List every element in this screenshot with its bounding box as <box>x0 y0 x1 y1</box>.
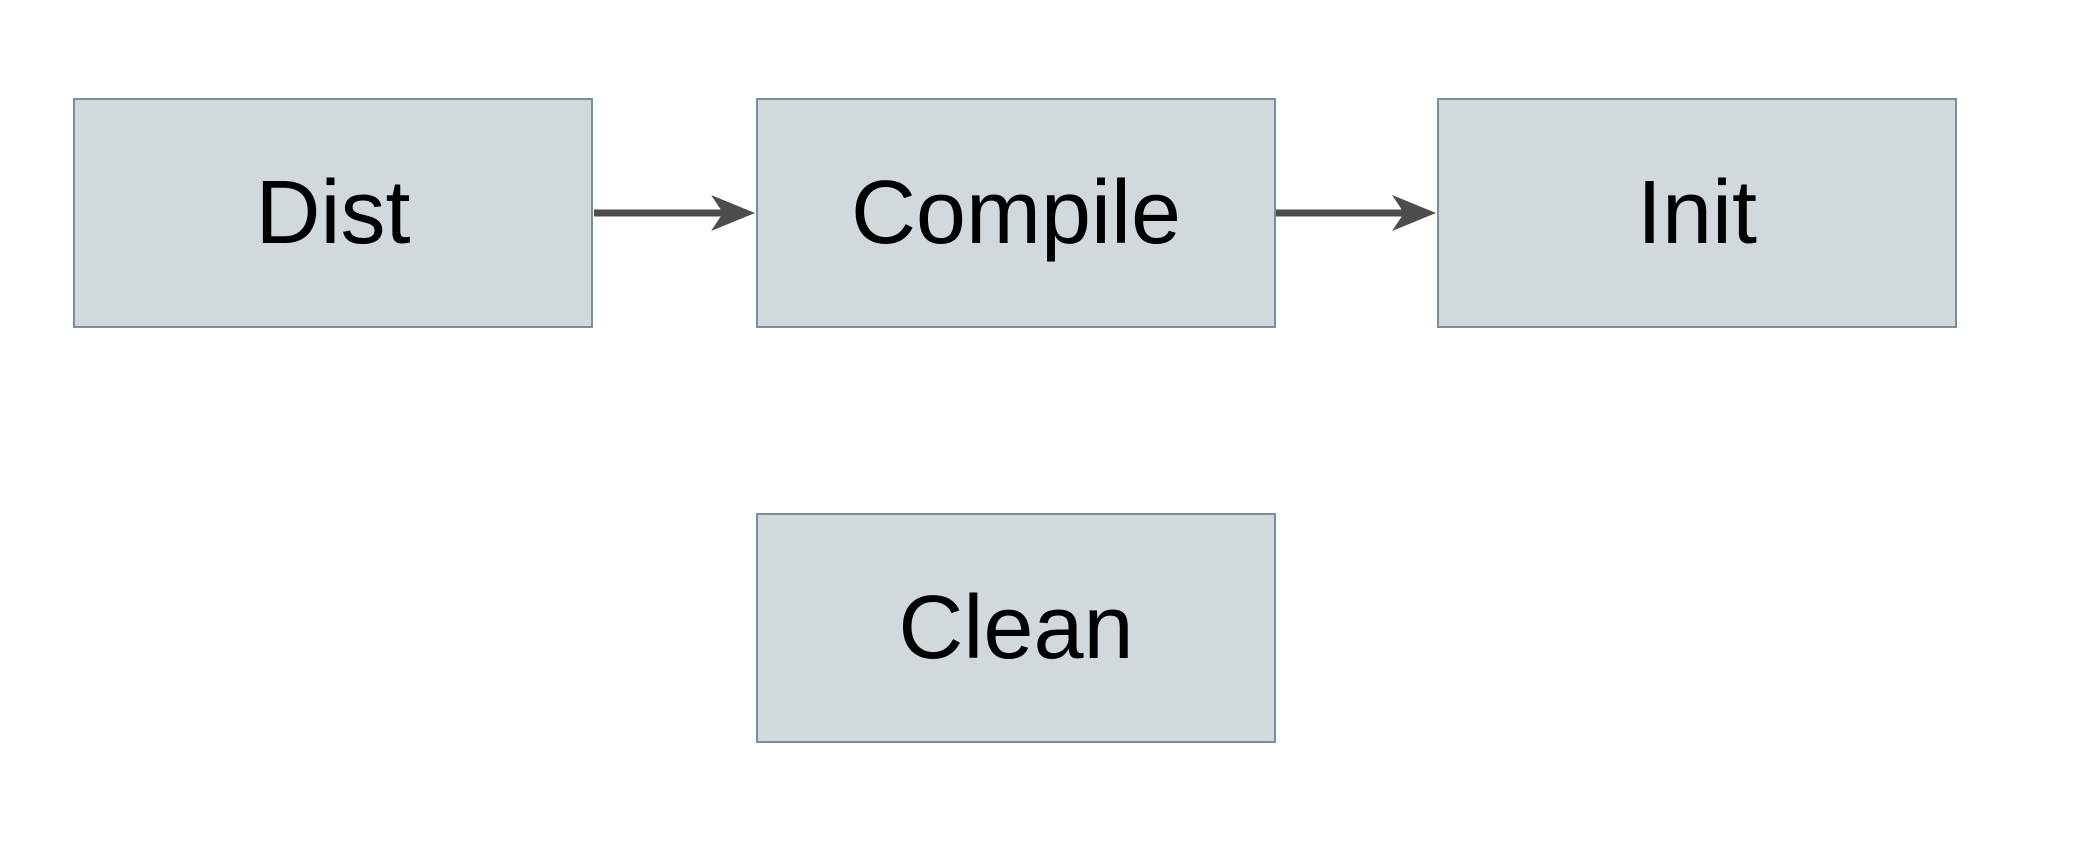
node-init: Init <box>1437 98 1957 328</box>
node-init-label: Init <box>1636 163 1758 263</box>
node-clean: Clean <box>756 513 1276 743</box>
node-compile-label: Compile <box>850 163 1182 263</box>
arrow-compile-to-init <box>1276 195 1436 231</box>
arrow-dist-to-compile <box>594 195 755 231</box>
node-compile: Compile <box>756 98 1276 328</box>
node-dist: Dist <box>73 98 593 328</box>
node-clean-label: Clean <box>898 578 1134 678</box>
node-dist-label: Dist <box>255 163 411 263</box>
